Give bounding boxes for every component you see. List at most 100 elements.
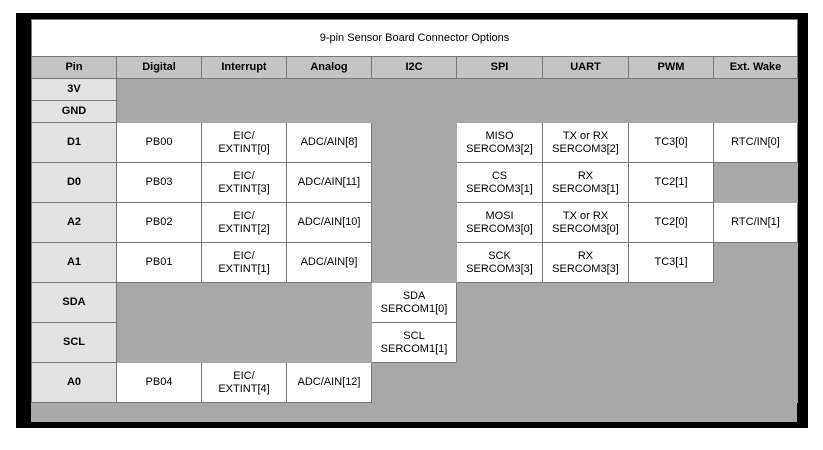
cell-line: EXTINT[3] (218, 182, 270, 195)
cell-line: SERCOM3[1] (466, 182, 533, 195)
empty-cell-gnd-analog (286, 100, 372, 123)
empty-cell-scl-interrupt (201, 322, 287, 363)
empty-cell-3v-analog (286, 78, 372, 101)
cell-line: EIC/ (233, 249, 255, 262)
cell-line: EIC/ (233, 169, 255, 182)
cell-d0-interrupt: EIC/EXTINT[3] (201, 162, 287, 203)
pin-label-a1: A1 (31, 242, 117, 283)
cell-a2-extwake: RTC/IN[1] (712, 202, 799, 243)
cell-line: CS (491, 169, 508, 182)
empty-cell-a0-uart (542, 362, 629, 403)
table-head: 9-pin Sensor Board Connector Options Pin… (30, 19, 799, 79)
cell-line: EXTINT[2] (218, 222, 270, 235)
cell-line: PB03 (145, 176, 173, 189)
cell-d1-pwm: TC3[0] (628, 122, 714, 163)
table-row: 3V (31, 78, 799, 101)
pin-label-scl: SCL (31, 322, 117, 363)
empty-cell-sda-pwm (628, 282, 714, 323)
cell-line: EIC/ (233, 369, 255, 382)
table-frame: 9-pin Sensor Board Connector Options Pin… (16, 13, 808, 428)
cell-d1-digital: PB00 (116, 122, 202, 163)
cell-line: TC3[1] (654, 256, 688, 269)
empty-cell-3v-pwm (628, 78, 714, 101)
empty-cell-scl-spi (456, 322, 543, 363)
cell-line: RX (577, 169, 594, 182)
cell-line: PB04 (145, 376, 173, 389)
cell-line: TC3[0] (654, 136, 688, 149)
cell-line: EXTINT[4] (218, 382, 270, 395)
empty-cell-3v-extwake (712, 78, 799, 101)
cell-line: TC2[1] (654, 176, 688, 189)
cell-line: SERCOM3[3] (552, 262, 619, 275)
cell-a2-analog: ADC/AIN[10] (286, 202, 372, 243)
cell-line: SERCOM3[1] (552, 182, 619, 195)
cell-line: TX or RX (562, 129, 609, 142)
cell-line: RTC/IN[0] (731, 136, 780, 149)
empty-cell-3v-uart (542, 78, 629, 101)
empty-cell-3v-i2c (371, 78, 457, 101)
empty-cell-3v-digital (116, 78, 202, 101)
column-header-extwake: Ext. Wake (712, 56, 799, 79)
pin-label-3v: 3V (31, 78, 117, 101)
empty-cell-gnd-uart (542, 100, 629, 123)
empty-cell-scl-digital (116, 322, 202, 363)
empty-cell-gnd-interrupt (201, 100, 287, 123)
column-header-i2c: I2C (371, 56, 457, 79)
cell-a1-digital: PB01 (116, 242, 202, 283)
cell-d1-interrupt: EIC/EXTINT[0] (201, 122, 287, 163)
cell-line: SERCOM1[1] (380, 342, 448, 355)
column-header-spi: SPI (456, 56, 543, 79)
cell-line: ADC/AIN[8] (300, 136, 358, 149)
empty-cell-gnd-spi (456, 100, 543, 123)
cell-d0-digital: PB03 (116, 162, 202, 203)
cell-line: RX (577, 249, 594, 262)
cell-line: TX or RX (562, 209, 609, 222)
empty-cell-3v-interrupt (201, 78, 287, 101)
empty-cell-a0-pwm (628, 362, 714, 403)
cell-line: SERCOM3[2] (466, 142, 533, 155)
cell-line: SERCOM1[0] (380, 302, 448, 315)
empty-cell-a1-extwake (712, 242, 799, 283)
empty-cell-a2-i2c (371, 202, 457, 243)
cell-a0-digital: PB04 (116, 362, 202, 403)
column-header-digital: Digital (116, 56, 202, 79)
cell-line: SERCOM3[3] (466, 262, 533, 275)
cell-line: ADC/AIN[11] (297, 176, 361, 189)
empty-cell-sda-digital (116, 282, 202, 323)
empty-cell-d1-i2c (371, 122, 457, 163)
column-header-pin: Pin (31, 56, 117, 79)
pin-label-sda: SDA (31, 282, 117, 323)
cell-line: SCL (403, 329, 425, 342)
empty-cell-scl-extwake (712, 322, 799, 363)
table-title: 9-pin Sensor Board Connector Options (30, 19, 799, 57)
empty-cell-sda-extwake (712, 282, 799, 323)
pin-label-a2: A2 (31, 202, 117, 243)
table-container: 9-pin Sensor Board Connector Options Pin… (30, 19, 799, 422)
cell-a1-analog: ADC/AIN[9] (286, 242, 372, 283)
cell-line: PB00 (145, 136, 173, 149)
empty-cell-d0-i2c (371, 162, 457, 203)
cell-a2-interrupt: EIC/EXTINT[2] (201, 202, 287, 243)
cell-line: PB01 (145, 256, 173, 269)
empty-cell-sda-spi (456, 282, 543, 323)
pin-label-gnd: GND (31, 100, 117, 123)
empty-cell-d0-extwake (712, 162, 799, 203)
cell-line: EIC/ (233, 129, 255, 142)
empty-cell-a0-extwake (712, 362, 799, 403)
cell-line: PB02 (145, 216, 173, 229)
empty-cell-scl-uart (542, 322, 629, 363)
cell-line: MOSI (485, 209, 514, 222)
empty-cell-sda-analog (286, 282, 372, 323)
empty-cell-3v-spi (456, 78, 543, 101)
empty-cell-gnd-i2c (371, 100, 457, 123)
empty-cell-scl-analog (286, 322, 372, 363)
